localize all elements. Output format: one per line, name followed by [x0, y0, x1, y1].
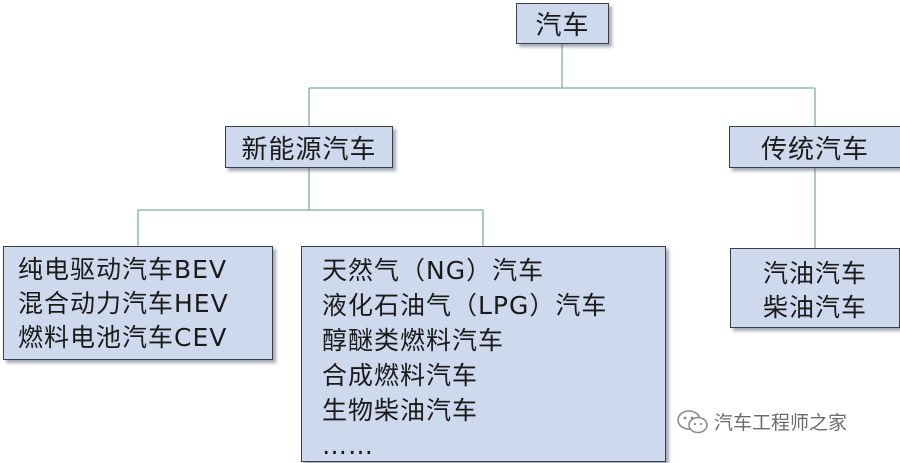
list-item: 生物柴油汽车	[322, 396, 479, 425]
list-item: 汽油汽车	[762, 259, 867, 288]
root-node: 汽车	[516, 3, 609, 44]
list-item: 纯电驱动汽车BEV	[18, 255, 228, 284]
traditional-label: 传统汽车	[760, 134, 869, 165]
root-label: 汽车	[535, 11, 590, 41]
traditional-node: 传统汽车	[729, 126, 900, 168]
new-energy-node: 新能源汽车	[225, 126, 393, 168]
list-item: ……	[322, 431, 374, 460]
traditional-vehicles-node: 汽油汽车 柴油汽车	[730, 248, 900, 328]
list-item: 天然气（NG）汽车	[322, 256, 545, 285]
list-item: 柴油汽车	[762, 293, 867, 322]
list-item: 合成燃料汽车	[322, 361, 479, 390]
wechat-icon	[677, 409, 708, 433]
list-item: 液化石油气（LPG）汽车	[322, 291, 608, 320]
list-item: 醇醚类燃料汽车	[322, 326, 505, 355]
watermark: 汽车工程师之家	[676, 408, 847, 435]
list-item: 燃料电池汽车CEV	[18, 323, 228, 352]
watermark-text: 汽车工程师之家	[714, 412, 848, 434]
new-energy-label: 新能源汽车	[241, 134, 377, 165]
electric-vehicles-node: 纯电驱动汽车BEV 混合动力汽车HEV 燃料电池汽车CEV	[3, 246, 273, 360]
alternative-fuel-vehicles-node: 天然气（NG）汽车 液化石油气（LPG）汽车 醇醚类燃料汽车 合成燃料汽车 生物…	[301, 246, 666, 462]
list-item: 混合动力汽车HEV	[18, 289, 229, 318]
